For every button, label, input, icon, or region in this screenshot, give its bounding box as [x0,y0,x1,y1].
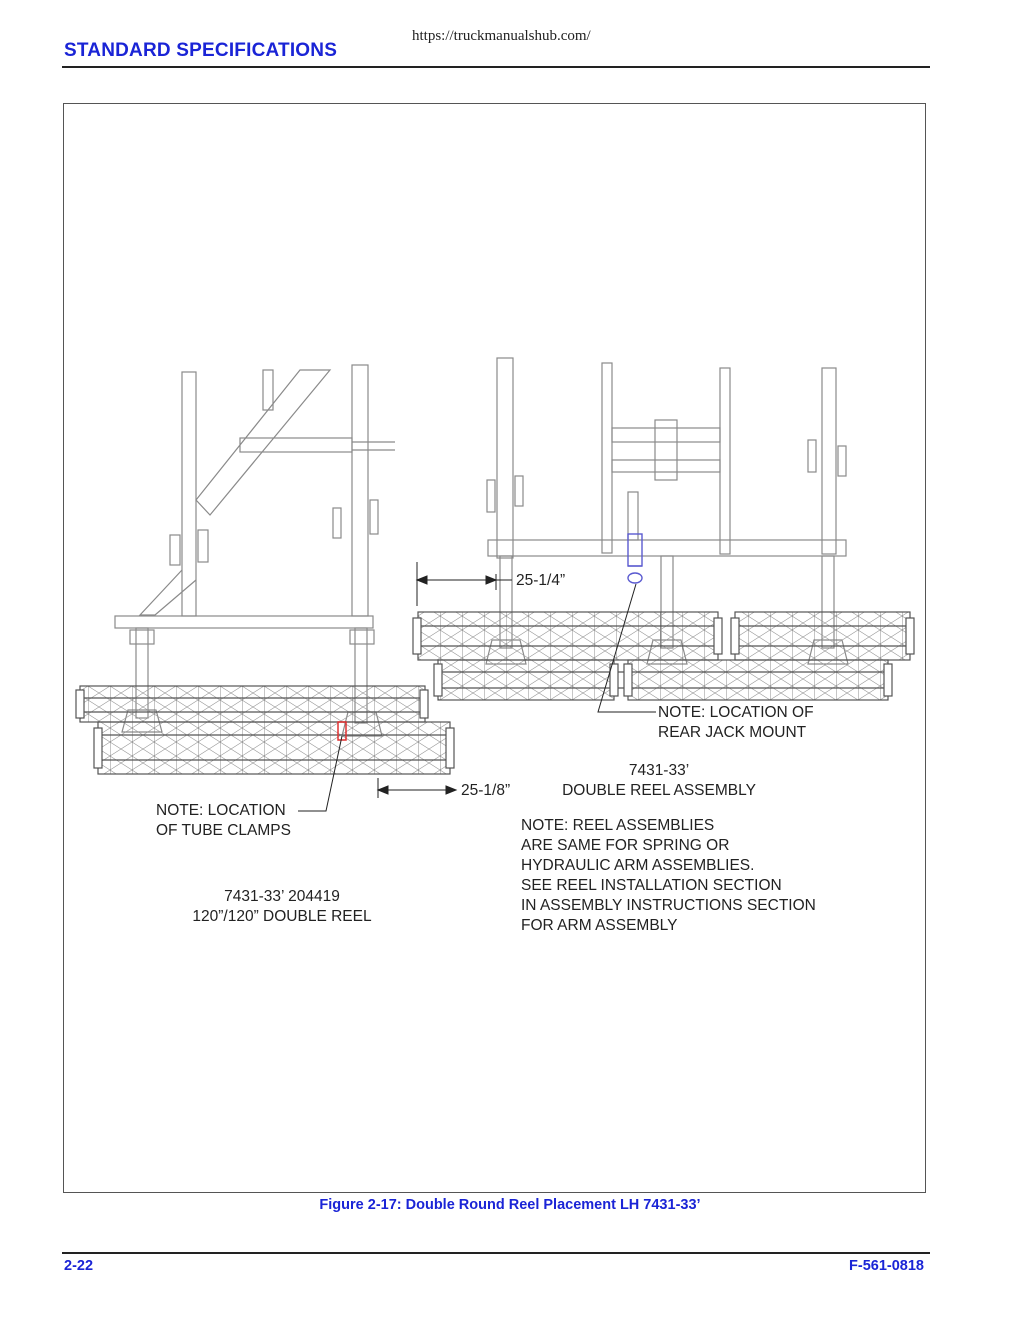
left-reels [75,685,455,775]
note-tube-clamps-line-1: NOTE: LOCATION [156,802,286,819]
note-reel-assemblies: NOTE: REEL ASSEMBLIES ARE SAME FOR SPRIN… [521,816,816,936]
jack-mount-marker [627,533,643,584]
section-title: STANDARD SPECIFICATIONS [64,40,338,61]
label-right-assembly: 7431-33’ DOUBLE REEL ASSEMBLY [549,761,769,801]
footer-rule [62,1252,930,1254]
source-url: https://truckmanualshub.com/ [412,28,591,44]
label-left-assembly: 7431-33’ 204419 120”/120” DOUBLE REEL [172,887,392,927]
leader-lines [298,583,656,812]
note-tube-clamps-line-2: OF TUBE CLAMPS [156,822,291,839]
note-tube-clamps: NOTE: LOCATION OF TUBE CLAMPS [156,801,291,841]
label-left-assembly-line-2: 120”/120” DOUBLE REEL [192,908,372,925]
note-rear-jack-line-2: REAR JACK MOUNT [658,724,807,741]
label-left-assembly-line-1: 7431-33’ 204419 [224,888,340,905]
page-number: 2-22 [64,1258,94,1274]
note-reel-line-4: SEE REEL INSTALLATION SECTION [521,877,782,894]
note-reel-line-6: FOR ARM ASSEMBLY [521,917,678,934]
label-right-assembly-line-1: 7431-33’ [628,762,690,779]
tube-clamp-marker [337,721,347,741]
dimension-right [415,562,512,606]
label-right-assembly-line-2: DOUBLE REEL ASSEMBLY [562,782,756,799]
document-number: F-561-0818 [849,1258,924,1274]
right-reels [412,611,915,701]
note-reel-line-2: ARE SAME FOR SPRING OR [521,837,730,854]
figure-frame [63,103,926,1193]
note-reel-line-3: HYDRAULIC ARM ASSEMBLIES. [521,857,755,874]
dimension-left-label: 25-1/8” [461,782,511,799]
header-rule [62,66,930,68]
note-reel-line-5: IN ASSEMBLY INSTRUCTIONS SECTION [521,897,816,914]
figure-caption: Figure 2-17: Double Round Reel Placement… [319,1197,701,1213]
dimension-left [376,778,458,798]
note-rear-jack-mount: NOTE: LOCATION OF REAR JACK MOUNT [658,703,814,743]
left-frame [114,364,395,737]
dimension-right-label: 25-1/4” [516,572,566,589]
note-rear-jack-line-1: NOTE: LOCATION OF [658,704,814,721]
note-reel-line-1: NOTE: REEL ASSEMBLIES [521,817,715,834]
